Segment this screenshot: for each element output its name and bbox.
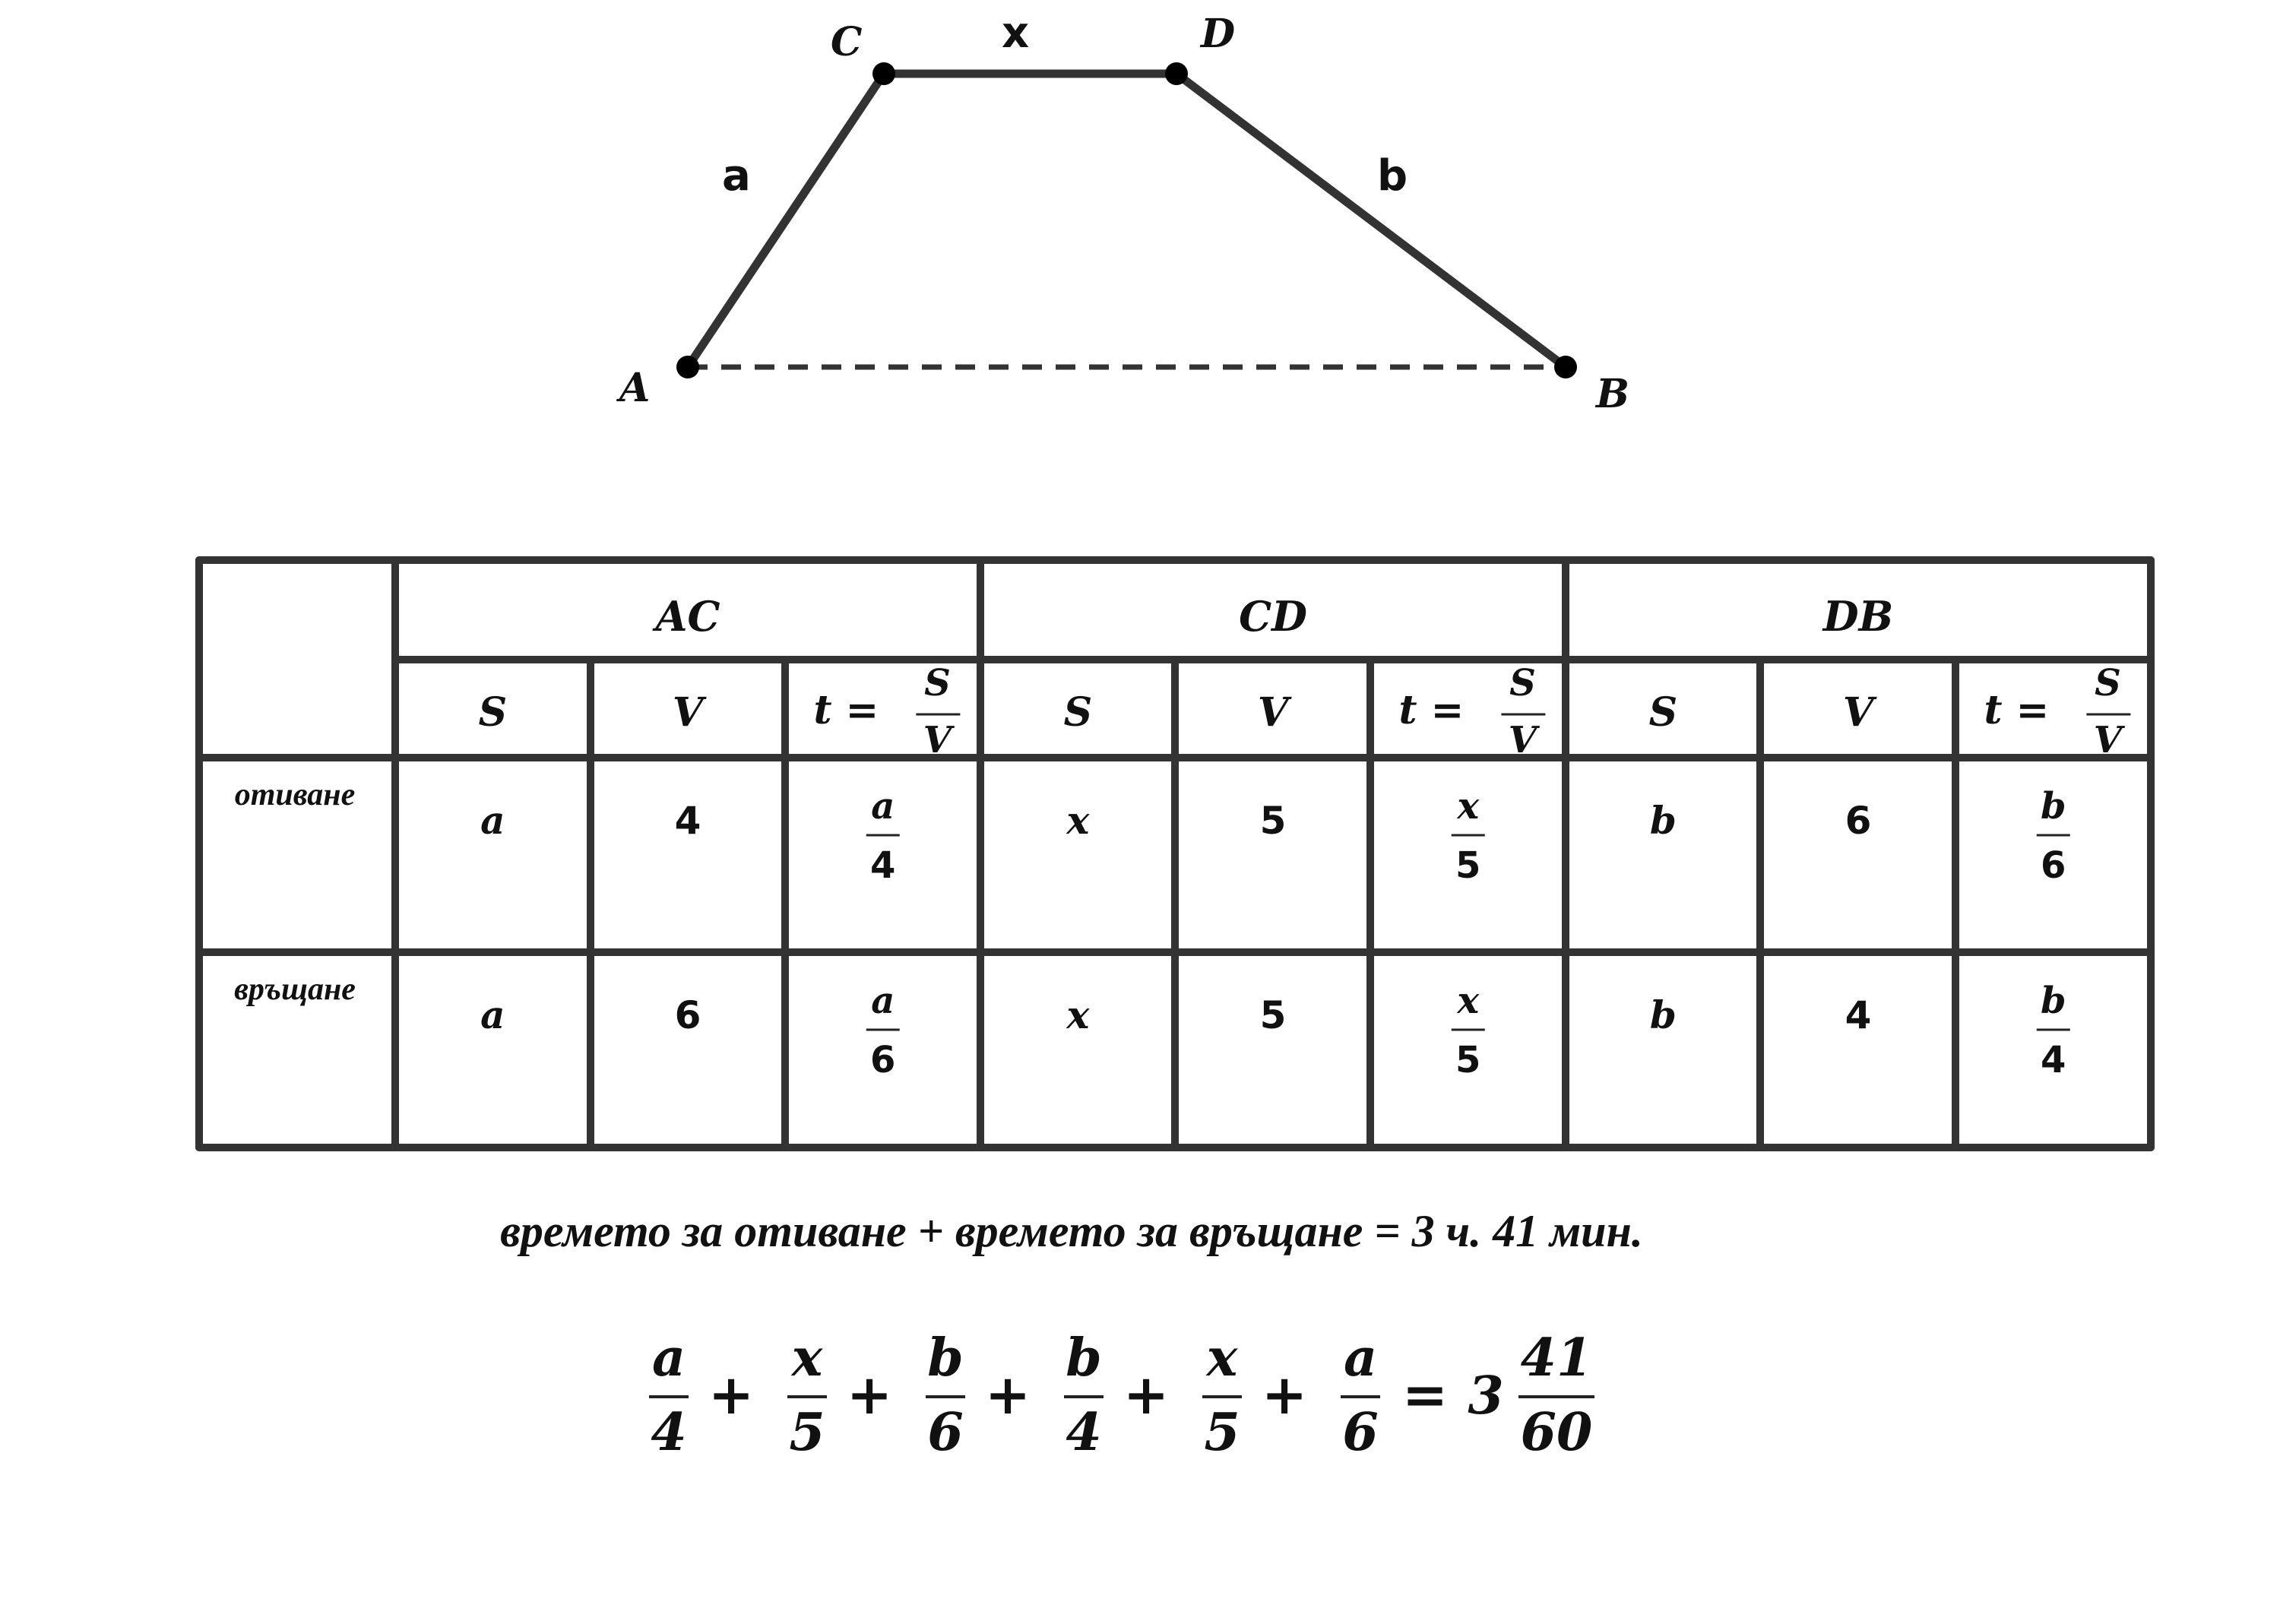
cell-time-numerator: b — [2041, 980, 2066, 1022]
cell-time-numerator: x — [1456, 785, 1480, 828]
equation-term-denominator: 5 — [1204, 1402, 1240, 1463]
equation-term-numerator: b — [927, 1328, 964, 1388]
equation-term-numerator: a — [1344, 1328, 1377, 1388]
equation-whole: 3 — [1468, 1366, 1503, 1426]
equation-fraction-denominator: 60 — [1521, 1402, 1593, 1463]
cell-time-denominator: 4 — [2041, 1039, 2066, 1081]
cell-distance: a — [480, 992, 505, 1037]
equation-fraction-numerator: 41 — [1521, 1328, 1593, 1388]
cell-speed: 4 — [675, 799, 701, 843]
cell-distance: b — [1650, 992, 1677, 1037]
cell-time-numerator: b — [2041, 785, 2066, 828]
subheader-t-num: S — [2095, 662, 2121, 704]
point-a — [676, 356, 699, 378]
equation-plus: + — [847, 1362, 892, 1426]
time-equation: a 4 + x 5 + b 6 + b 4 + x 5 + a 6 = 3 41 60 — [649, 1328, 1594, 1463]
cell-distance: x — [1066, 798, 1090, 843]
row-label: връщане — [234, 972, 356, 1007]
equation-equals: = — [1402, 1362, 1448, 1426]
segment-label-ac: a — [722, 151, 751, 201]
cell-distance: b — [1650, 798, 1677, 843]
cell-time-denominator: 5 — [1455, 844, 1480, 887]
cell-time-denominator: 6 — [870, 1039, 895, 1081]
subheader-t-prefix: t = — [1984, 687, 2050, 733]
subheader-v: V — [1843, 689, 1877, 736]
subheader-s: S — [479, 689, 508, 736]
cell-time-numerator: x — [1456, 980, 1480, 1022]
subheader-t-prefix: t = — [1399, 687, 1465, 733]
cell-time-denominator: 5 — [1455, 1039, 1480, 1081]
equation-plus: + — [708, 1362, 754, 1426]
segment-ac — [684, 71, 888, 370]
subheader-t-den: V — [2094, 719, 2126, 761]
equation-term-numerator: x — [790, 1328, 824, 1388]
equation-plus: + — [1262, 1362, 1307, 1426]
cell-time-denominator: 4 — [870, 844, 895, 887]
cell-speed: 6 — [1845, 799, 1872, 843]
label-d: D — [1199, 11, 1235, 57]
point-c — [872, 62, 895, 85]
point-d — [1165, 62, 1188, 85]
subheader-t-num: S — [1509, 662, 1536, 704]
equation-term-denominator: 6 — [1342, 1402, 1378, 1463]
cell-time-denominator: 6 — [2041, 844, 2066, 887]
equation-term-denominator: 4 — [1066, 1402, 1101, 1463]
route-diagram: A B C D a x b — [616, 8, 1629, 417]
row-label: отиване — [235, 777, 355, 812]
segment-label-cd: x — [1002, 8, 1029, 58]
subheader-t-den: V — [923, 719, 955, 761]
equation-term-numerator: x — [1205, 1328, 1239, 1388]
equation-term-denominator: 5 — [789, 1402, 825, 1463]
group-header-db: DB — [1822, 592, 1893, 641]
equation-term-denominator: 6 — [927, 1402, 963, 1463]
segment-db — [1173, 70, 1569, 371]
cell-distance: x — [1066, 992, 1090, 1037]
segment-label-db: b — [1377, 151, 1408, 201]
table-grid — [195, 556, 2155, 1151]
cell-speed: 6 — [675, 993, 701, 1037]
cell-time-numerator: a — [871, 980, 895, 1022]
point-b — [1554, 356, 1577, 378]
subheader-v: V — [673, 689, 707, 736]
subheader-v: V — [1258, 689, 1292, 736]
equation-plus: + — [985, 1362, 1031, 1426]
subheader-t-prefix: t = — [814, 687, 879, 733]
equation-plus: + — [1123, 1362, 1169, 1426]
subheader-t-den: V — [1509, 719, 1541, 761]
subheader-s: S — [1064, 689, 1093, 736]
label-b: B — [1594, 371, 1629, 417]
label-c: C — [831, 19, 862, 65]
label-a: A — [616, 365, 650, 411]
time-condition-caption: времето за отиване + времето за връщане … — [500, 1206, 1643, 1256]
equation-term-numerator: a — [652, 1328, 686, 1388]
subheader-t-num: S — [924, 662, 951, 704]
cell-time-numerator: a — [871, 785, 895, 828]
cell-distance: a — [480, 798, 505, 843]
equation-term-denominator: 4 — [651, 1402, 686, 1463]
subheader-s: S — [1649, 689, 1678, 736]
group-header-cd: CD — [1239, 592, 1307, 641]
cell-speed: 5 — [1260, 799, 1287, 843]
group-header-ac: AC — [652, 592, 720, 641]
equation-term-numerator: b — [1066, 1328, 1102, 1388]
cell-speed: 4 — [1845, 993, 1872, 1037]
cell-speed: 5 — [1260, 993, 1287, 1037]
